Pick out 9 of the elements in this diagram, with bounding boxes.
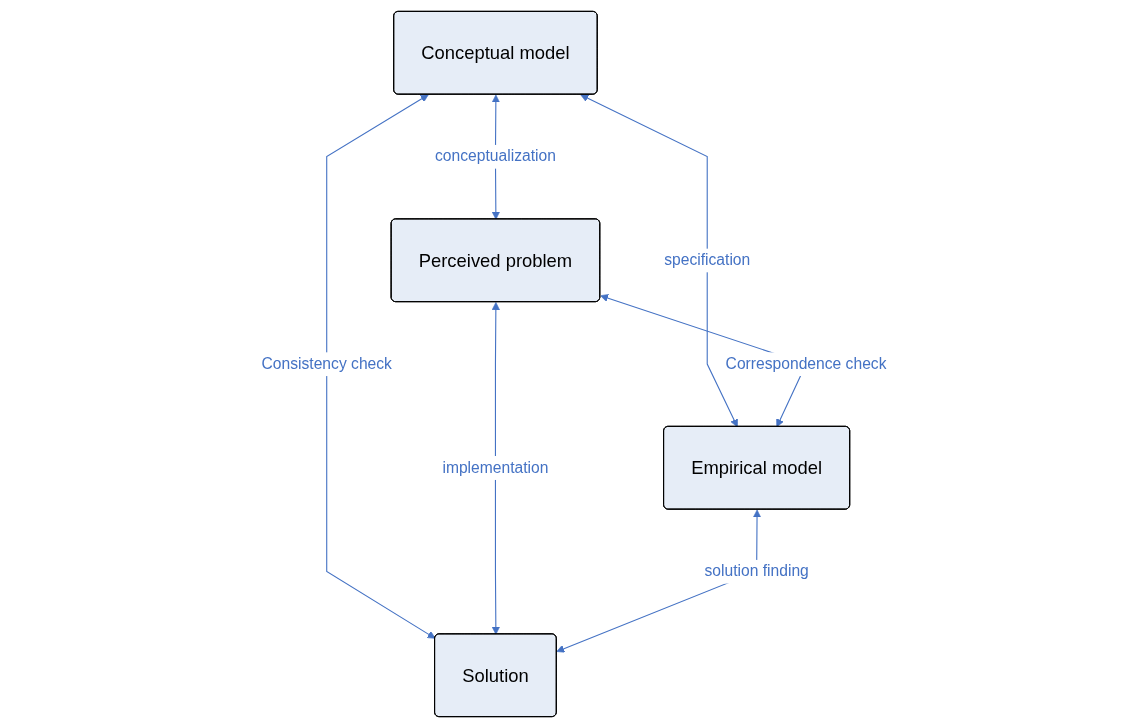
arrow xyxy=(491,301,500,635)
edge-label: implementation xyxy=(442,458,549,476)
edge-label: conceptualization xyxy=(435,147,556,165)
arrow xyxy=(580,93,738,427)
edge-label: Consistency check xyxy=(261,354,392,373)
edge-label: solution finding xyxy=(704,562,809,580)
edge-label: specification xyxy=(664,250,751,269)
arrow xyxy=(326,93,436,639)
edge-label: Correspondence check xyxy=(725,354,887,373)
